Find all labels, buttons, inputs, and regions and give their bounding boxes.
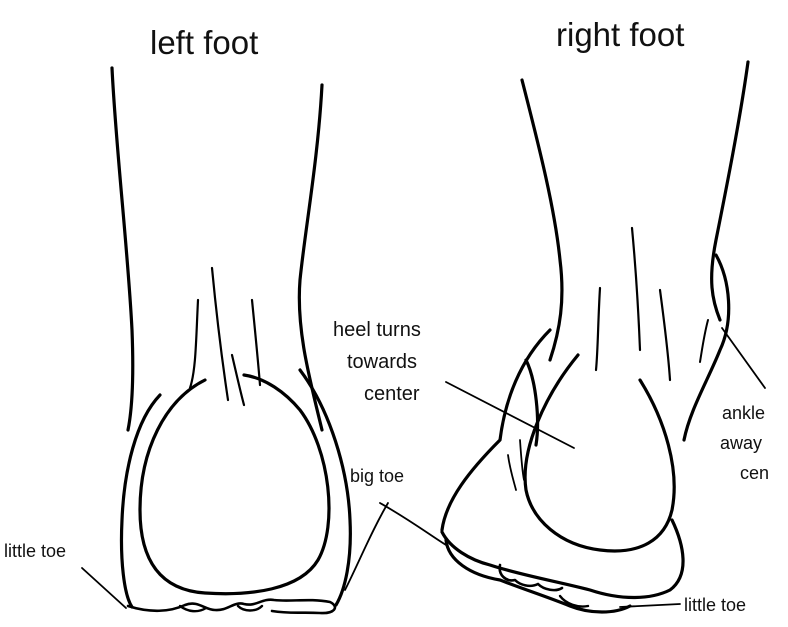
ankle-label-line1: ankle <box>722 403 765 424</box>
ankle-label-line2: away <box>720 433 762 454</box>
right-foot-drawing <box>380 62 765 612</box>
big-toe-label: big toe <box>350 466 404 487</box>
heel-label-line2: towards <box>347 351 417 374</box>
little-toe-label-left: little toe <box>4 541 66 562</box>
ankle-label-line3: cen <box>740 463 769 484</box>
little-toe-label-right: little toe <box>684 595 746 616</box>
right-foot-title: right foot <box>556 16 684 54</box>
left-foot-title: left foot <box>150 24 258 62</box>
heel-label-line3: center <box>364 383 420 406</box>
heel-label-line1: heel turns <box>333 319 421 342</box>
